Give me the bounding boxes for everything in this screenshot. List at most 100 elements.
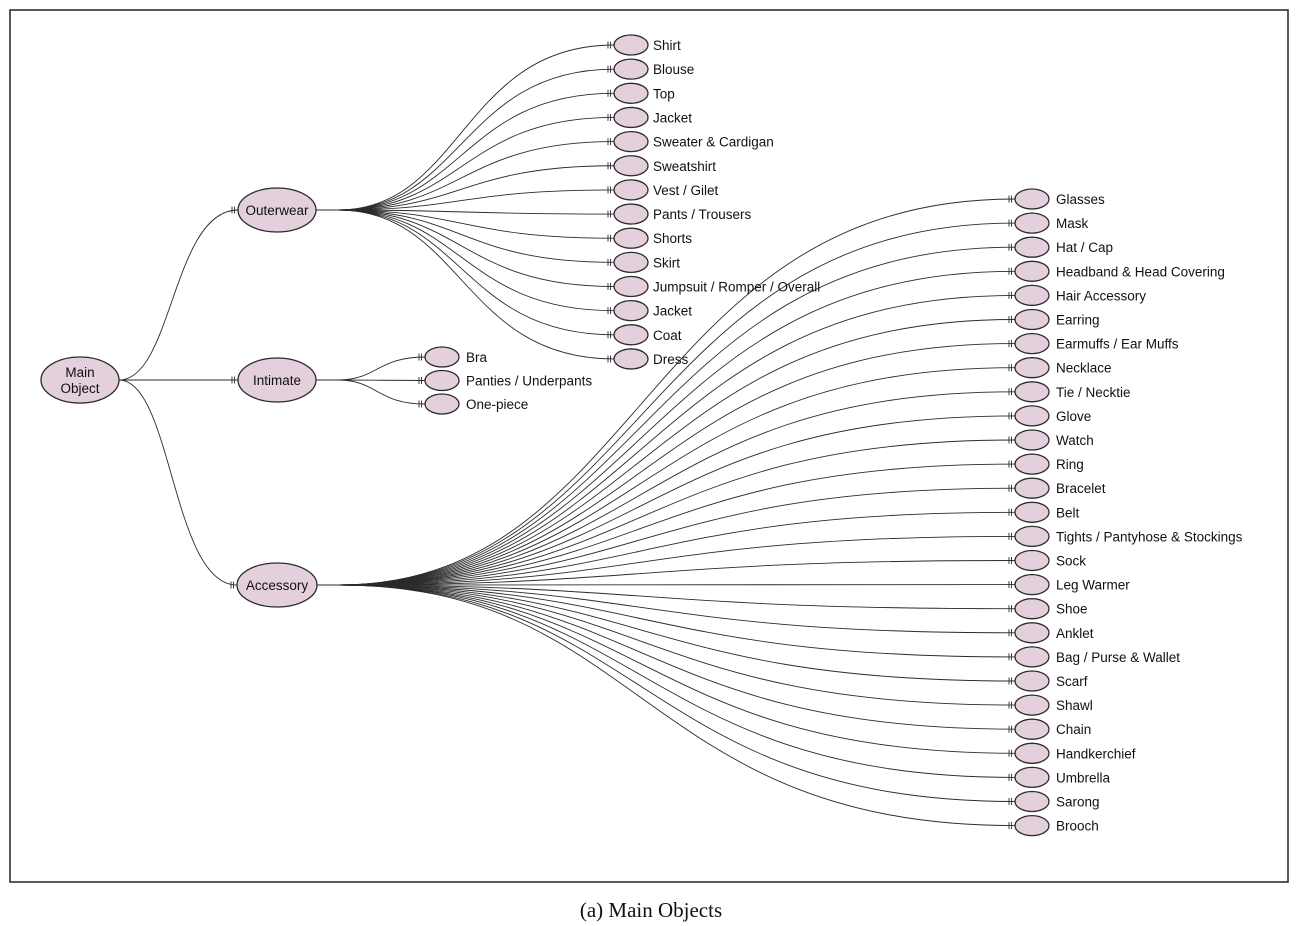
accessory-child-brooch-label: Brooch [1056, 819, 1099, 834]
outerwear-child-vest-gilet-node [613, 179, 649, 201]
edge-accessory-child-ring [338, 463, 1016, 586]
outerwear-child-jumpsuit-romper-overall-node [613, 275, 649, 298]
accessory-child-mask-node [1014, 212, 1050, 234]
accessory-child-scarf-label: Scarf [1056, 674, 1088, 689]
edge-root-outerwear [118, 209, 239, 381]
edge-accessory-child-necklace [338, 367, 1016, 586]
accessory-child-umbrella-node [1014, 766, 1050, 789]
branch-label-intimate: Intimate [253, 373, 301, 388]
edge-accessory-child-tie-necktie [338, 391, 1016, 586]
intimate-child-one-piece-node [424, 393, 460, 415]
outerwear-child-dress-node [613, 348, 649, 370]
accessory-child-glasses-node [1014, 188, 1050, 210]
accessory-child-watch-label: Watch [1056, 433, 1094, 448]
edge-outerwear-child-skirt [337, 209, 615, 263]
edge-outerwear-child-jacket [337, 209, 615, 312]
branch-label-outerwear: Outerwear [245, 203, 309, 218]
edge-accessory-child-bag-purse-wallet [338, 584, 1016, 658]
accessory-child-mask-label: Mask [1056, 216, 1089, 231]
edge-outerwear-child-shirt [337, 44, 615, 211]
outerwear-child-jacket-label: Jacket [653, 110, 692, 125]
accessory-child-glasses-label: Glasses [1056, 192, 1105, 207]
edge-accessory-child-mask [338, 222, 1016, 586]
accessory-child-tie-necktie-node [1014, 381, 1050, 403]
accessory-child-earmuffs-ear-muffs-node [1014, 332, 1050, 355]
accessory-child-necklace-label: Necklace [1056, 361, 1112, 376]
accessory-child-earring-label: Earring [1056, 313, 1100, 328]
edge-accessory-child-glove [338, 415, 1016, 586]
accessory-child-anklet-label: Anklet [1056, 626, 1094, 641]
outerwear-child-pants-trousers-node [613, 203, 649, 225]
accessory-child-handkerchief-label: Handkerchief [1056, 746, 1136, 761]
edge-accessory-child-watch [338, 439, 1016, 586]
outerwear-child-sweater-cardigan-node [613, 130, 649, 153]
accessory-child-hair-accessory-node [1014, 284, 1050, 307]
accessory-child-sarong-node [1014, 790, 1050, 813]
branch-label-accessory: Accessory [246, 578, 309, 593]
accessory-child-headband-head-covering-label: Headband & Head Covering [1056, 264, 1225, 279]
accessory-child-handkerchief-node [1014, 742, 1050, 764]
accessory-child-hair-accessory-label: Hair Accessory [1056, 288, 1146, 303]
accessory-child-anklet-node [1014, 622, 1050, 644]
edge-accessory-child-sarong [338, 584, 1016, 802]
edge-accessory-child-hair-accessory [338, 294, 1016, 586]
outerwear-child-blouse-label: Blouse [653, 62, 694, 77]
edge-accessory-child-umbrella [338, 584, 1016, 778]
outerwear-child-skirt-label: Skirt [653, 255, 680, 270]
accessory-child-belt-label: Belt [1056, 505, 1080, 520]
edge-accessory-child-scarf [338, 584, 1016, 682]
edge-outerwear-child-sweater-cardigan [337, 141, 615, 211]
edge-accessory-child-bracelet [338, 487, 1016, 586]
edge-accessory-child-handkerchief [338, 584, 1016, 754]
accessory-child-bracelet-node [1014, 477, 1050, 499]
accessory-child-umbrella-label: Umbrella [1056, 770, 1111, 785]
accessory-child-tie-necktie-label: Tie / Necktie [1056, 385, 1131, 400]
edge-accessory-child-earring [338, 319, 1016, 586]
accessory-child-shawl-node [1014, 694, 1050, 716]
edge-outerwear-child-jacket [337, 117, 615, 211]
accessory-child-ring-label: Ring [1056, 457, 1084, 472]
outerwear-child-skirt-node [613, 251, 649, 274]
intimate-child-one-piece-label: One-piece [466, 397, 528, 412]
intimate-child-bra-node [424, 346, 460, 368]
accessory-child-shoe-node [1014, 598, 1050, 620]
intimate-child-panties-underpants-node [424, 369, 460, 392]
edges-layer [118, 41, 1016, 830]
accessory-child-bag-purse-wallet-label: Bag / Purse & Wallet [1056, 650, 1180, 665]
edge-accessory-child-chain [338, 584, 1016, 730]
edge-accessory-child-tights-pantyhose-stockings [338, 535, 1016, 586]
intimate-child-bra-label: Bra [466, 350, 488, 365]
accessory-child-bag-purse-wallet-node [1014, 646, 1050, 668]
outerwear-child-coat-label: Coat [653, 328, 682, 343]
edge-accessory-child-earmuffs-ear-muffs [338, 343, 1016, 586]
accessory-child-watch-node [1014, 429, 1050, 451]
accessory-child-brooch-node [1014, 814, 1050, 837]
diagram-frame [9, 9, 1289, 883]
outerwear-child-jumpsuit-romper-overall-label: Jumpsuit / Romper / Overall [653, 280, 820, 295]
outerwear-child-shirt-node [613, 34, 649, 56]
outerwear-child-top-node [613, 82, 649, 104]
edge-accessory-child-headband-head-covering [338, 270, 1016, 586]
accessory-child-earring-node [1014, 308, 1050, 331]
edge-accessory-child-glasses [338, 198, 1016, 586]
accessory-child-chain-node [1014, 718, 1050, 740]
outerwear-child-shorts-label: Shorts [653, 231, 692, 246]
edge-outerwear-child-top [337, 92, 615, 211]
accessory-child-sarong-label: Sarong [1056, 795, 1100, 810]
accessory-child-ring-node [1014, 453, 1050, 475]
edge-outerwear-child-coat [337, 209, 615, 336]
accessory-child-leg-warmer-label: Leg Warmer [1056, 578, 1130, 593]
outerwear-child-jacket-node [613, 106, 649, 129]
accessory-child-glove-label: Glove [1056, 409, 1091, 424]
accessory-child-tights-pantyhose-stockings-node [1014, 525, 1050, 548]
accessory-child-tights-pantyhose-stockings-label: Tights / Pantyhose & Stockings [1056, 529, 1243, 544]
accessory-child-belt-node [1014, 501, 1050, 523]
edge-outerwear-child-jumpsuit-romper-overall [337, 209, 615, 287]
root-node [40, 356, 120, 404]
edge-outerwear-child-shorts [337, 209, 615, 239]
accessory-child-shawl-label: Shawl [1056, 698, 1093, 713]
accessory-child-bracelet-label: Bracelet [1056, 481, 1106, 496]
